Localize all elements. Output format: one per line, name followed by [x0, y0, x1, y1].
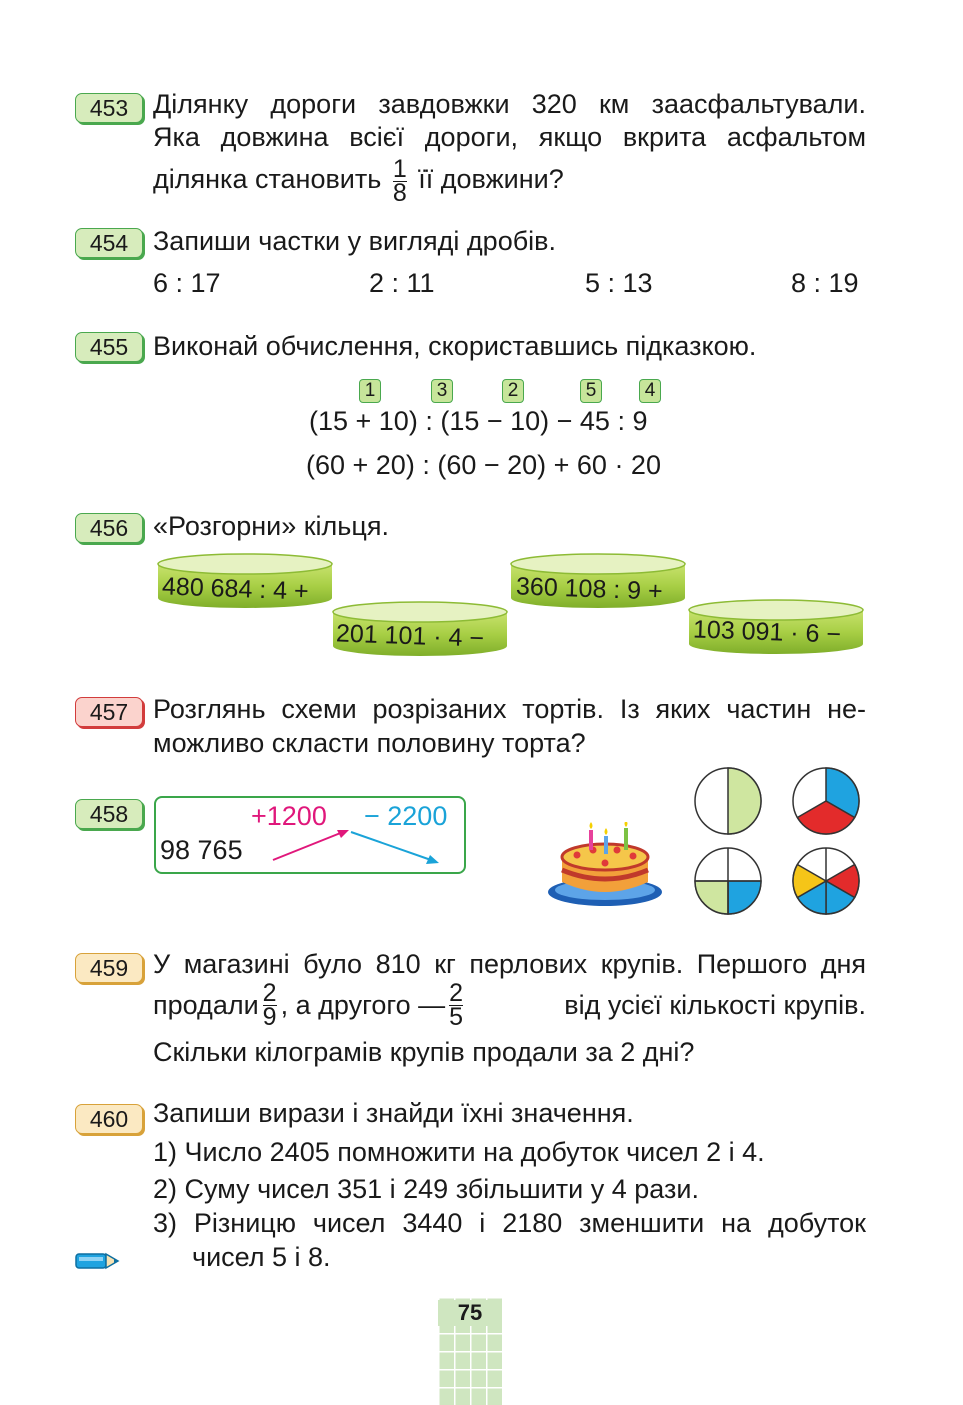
chain-op-subtract: − 2200 [364, 801, 448, 831]
ring-1 [157, 553, 333, 608]
ring-1-label: 480 684 : 4 + [161, 572, 310, 606]
rings-illustration [157, 553, 864, 656]
problem-number-456: 456 [75, 513, 143, 543]
ring-4-label: 103 091 · 6 − [692, 615, 842, 649]
chain-start-value: 98 765 [160, 835, 243, 865]
ring-2 [332, 601, 508, 656]
order-hint: 2 [502, 379, 524, 403]
problem-number-453: 453 [75, 93, 143, 123]
problem-460-item3: 3) Різницю чисел 3440 і 2180 зменшити на… [153, 1208, 866, 1238]
problem-459-line2-b: , а другого — [280, 989, 446, 1020]
order-hint: 3 [431, 379, 453, 403]
cake-scheme-quarters [694, 847, 762, 915]
order-hint: 4 [639, 379, 661, 403]
fraction-numerator: 2 [262, 979, 277, 1007]
problem-460-text: Запиши вирази і знайди їхні значення. [153, 1098, 634, 1128]
ring-4 [688, 599, 864, 654]
chain-box [154, 796, 466, 874]
problem-number-454: 454 [75, 228, 143, 258]
problem-459-line3: Скільки кілограмів крупів продали за 2 д… [153, 1037, 695, 1067]
fraction-numerator: 2 [449, 979, 464, 1007]
quotient-item: 5 : 13 [585, 268, 653, 298]
problem-459-line2-a: продали [153, 989, 259, 1020]
page-number: 75 [438, 1300, 502, 1326]
problem-number-460: 460 [75, 1104, 143, 1134]
expression-2: (60 + 20) : (60 − 20) + 60 · 20 [306, 450, 661, 480]
fraction-denominator: 8 [392, 179, 407, 207]
problem-460-item2: 2) Суму чисел 351 і 249 збільшити у 4 ра… [153, 1174, 699, 1204]
chain-arrows [272, 830, 439, 864]
quotient-item: 8 : 19 [791, 268, 859, 298]
expression-1: (15 + 10) : (15 − 10) − 45 : 9 [309, 406, 648, 436]
ring-3-label: 360 108 : 9 + [515, 572, 664, 606]
cake-schemes [694, 767, 860, 915]
problem-455-text: Виконай обчислення, скориставшись підказ… [153, 331, 757, 361]
cake-illustration [548, 822, 662, 906]
problem-460-item3-cont: чисел 5 і 8. [192, 1242, 331, 1272]
problem-number-458: 458 [75, 799, 143, 829]
arrow-pink-icon [272, 830, 349, 861]
problem-453-line2: Яка довжина всієї дороги, якщо вкрита ас… [153, 122, 866, 152]
cake-scheme-thirds [792, 767, 860, 835]
problem-457-line1: Розглянь схеми розрізаних тортів. Із яки… [153, 694, 866, 724]
problem-459-line1: У магазині було 810 кг перлових крупів. … [153, 949, 866, 979]
order-hint: 1 [359, 379, 381, 403]
fraction-denominator: 9 [262, 1003, 277, 1031]
problem-460-item1: 1) Число 2405 помножити на добуток чисел… [153, 1137, 765, 1167]
chain-op-add: +1200 [251, 801, 327, 831]
cake-scheme-sixths [792, 847, 860, 915]
problem-453-line1: Ділянку дороги завдовжки 320 км заасфаль… [153, 89, 866, 119]
problem-number-455: 455 [75, 332, 143, 362]
problem-457-line2: можливо скласти половину торта? [153, 728, 586, 758]
ring-3 [510, 553, 686, 608]
problem-453-line3-before: ділянка становить [153, 164, 382, 195]
quotient-item: 2 : 11 [369, 268, 435, 298]
order-hint: 5 [580, 379, 602, 403]
ring-2-label: 201 101 · 4 − [335, 619, 485, 653]
problem-459-line2-c: від усієї кількості крупів. [564, 989, 866, 1020]
fraction-denominator: 5 [449, 1003, 464, 1031]
problem-number-457: 457 [75, 697, 143, 727]
quotient-item: 6 : 17 [153, 268, 221, 298]
problem-456-text: «Розгорни» кільця. [153, 511, 389, 541]
problem-number-459: 459 [75, 953, 143, 983]
problem-453-line3-after: її довжини? [418, 164, 564, 195]
cake-scheme-halves [694, 767, 762, 835]
arrow-blue-icon [350, 831, 439, 864]
fraction-numerator: 1 [392, 155, 407, 183]
problem-454-text: Запиши частки у вигляді дробів. [153, 226, 557, 256]
pencil-icon [75, 1252, 120, 1270]
